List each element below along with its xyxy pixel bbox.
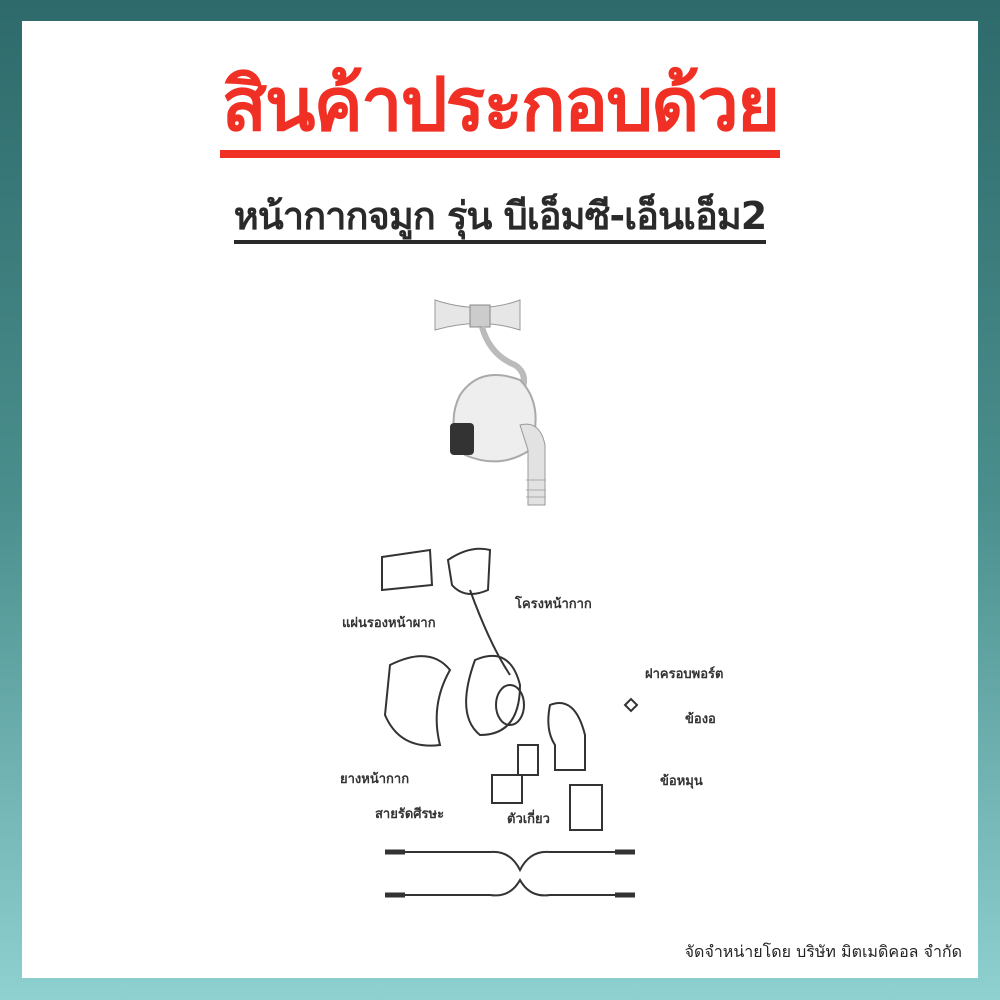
label-forehead-pad: แผ่นรองหน้าผาก xyxy=(342,616,436,631)
label-frame: โครงหน้ากาก xyxy=(515,597,592,612)
page-title-wrap: สินค้าประกอบด้วย xyxy=(0,60,1000,158)
exploded-diagram xyxy=(381,547,639,831)
label-port-cap: ฝาครอบพอร์ต xyxy=(645,667,724,682)
label-clips: ตัวเกี่ยว xyxy=(507,812,550,827)
headgear-strap xyxy=(385,849,635,898)
product-subtitle-wrap: หน้ากากจมูก รุ่น บีเอ็มซี-เอ็นเอ็ม2 xyxy=(0,192,1000,244)
label-elbow: ข้องอ xyxy=(685,712,716,727)
label-cushion: ยางหน้ากาก xyxy=(340,772,410,787)
label-headgear: สายรัดศีรษะ xyxy=(375,807,445,822)
content-panel xyxy=(22,21,978,978)
distributor-footer: จัดจำหน่ายโดย บริษัท มิตเมดิคอล จำกัด xyxy=(684,942,962,961)
label-swivel: ข้อหมุน xyxy=(660,774,703,789)
product-subtitle: หน้ากากจมูก รุ่น บีเอ็มซี-เอ็นเอ็ม2 xyxy=(233,192,767,244)
page-title: สินค้าประกอบด้วย xyxy=(219,60,780,158)
mask-photo xyxy=(434,299,546,506)
